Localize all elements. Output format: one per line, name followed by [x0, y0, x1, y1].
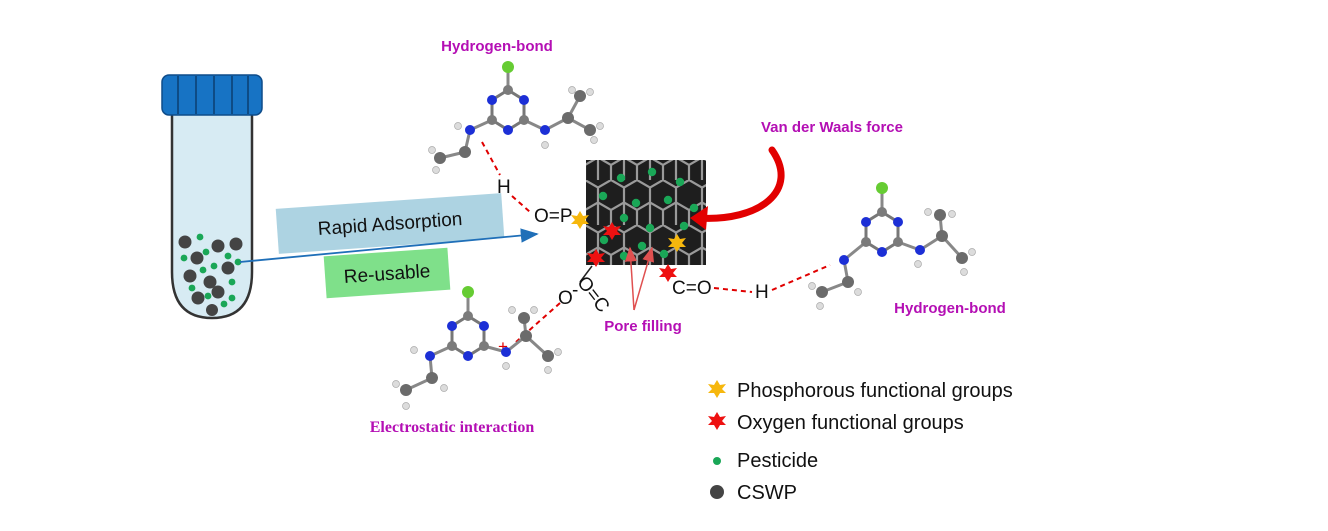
phosphorous-star: [571, 211, 589, 229]
co-group-label: C=O: [672, 278, 712, 299]
adsorption-arrow: [239, 228, 539, 263]
hbond-top-label: Hydrogen-bond: [441, 38, 553, 55]
oxygen-star: [659, 264, 677, 282]
oxygen-star: [587, 249, 605, 267]
o-minus-label: O: [558, 288, 573, 309]
pore-filling-label: Pore filling: [604, 318, 682, 335]
green-dot-icon: [713, 457, 721, 465]
legend-item-phosphorous: Phosphorous functional groups: [708, 380, 1013, 402]
legend-label: Oxygen functional groups: [737, 412, 964, 434]
legend-item-cswp: CSWP: [710, 482, 797, 504]
porous-carbon-block: [571, 160, 706, 282]
legend: Phosphorous functional groups Oxygen fun…: [708, 380, 1013, 504]
op-group-label: O=P: [534, 206, 573, 227]
legend-label: CSWP: [737, 482, 797, 504]
tube-particles: [178, 233, 243, 316]
legend-item-pesticide: Pesticide: [713, 450, 818, 472]
minus-sign: -: [572, 280, 578, 301]
plus-sign: +: [498, 337, 508, 356]
reusable-box: [323, 247, 451, 299]
molecule-bottom: [392, 286, 562, 410]
molecule-right: [808, 182, 976, 310]
red-star-icon: [708, 412, 726, 430]
electrostatic-label: Electrostatic interaction: [370, 419, 535, 436]
legend-item-oxygen: Oxygen functional groups: [708, 412, 964, 434]
vdw-arrow: [694, 146, 785, 222]
yellow-star-icon: [708, 380, 726, 398]
oxygen-star: [603, 222, 621, 240]
legend-label: Phosphorous functional groups: [737, 380, 1013, 402]
phosphorous-star: [668, 234, 686, 252]
h-right-label: H: [755, 282, 769, 303]
test-tube: [161, 74, 263, 320]
vdw-label: Van der Waals force: [761, 119, 903, 136]
hbond-right-label: Hydrogen-bond: [894, 300, 1006, 317]
co-ketone-label: O=C: [572, 273, 613, 317]
molecule-top: [428, 61, 604, 174]
h-top-label: H: [497, 177, 511, 198]
tube-cap: [161, 74, 263, 116]
dark-dot-icon: [710, 485, 724, 499]
rapid-adsorption-box: [275, 193, 505, 254]
legend-label: Pesticide: [737, 450, 818, 472]
